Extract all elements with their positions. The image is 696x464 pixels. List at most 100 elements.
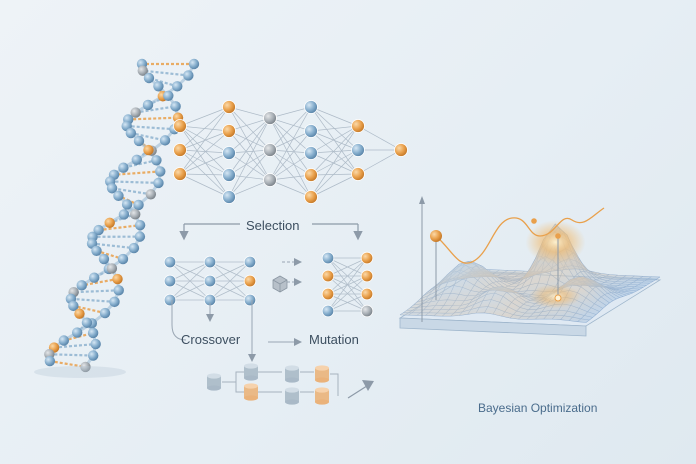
edge bbox=[269, 106, 312, 151]
edge bbox=[269, 152, 312, 181]
dna-bead bbox=[81, 317, 93, 328]
node bbox=[203, 255, 217, 269]
dna-rung bbox=[73, 289, 119, 294]
edge bbox=[269, 117, 312, 154]
dna-bead bbox=[44, 355, 56, 367]
pipe bbox=[330, 373, 339, 396]
dna-bead bbox=[98, 253, 110, 265]
sample-point bbox=[555, 233, 561, 239]
edge bbox=[269, 179, 312, 198]
dna-bead bbox=[76, 280, 87, 291]
node bbox=[222, 146, 236, 160]
db-bottom bbox=[244, 375, 258, 381]
database-icon bbox=[315, 387, 329, 405]
edge bbox=[228, 106, 271, 119]
database-icon bbox=[207, 373, 221, 391]
dna-bead bbox=[151, 155, 162, 166]
edge bbox=[179, 125, 230, 198]
db-body bbox=[315, 368, 329, 380]
mutation-label: Mutation bbox=[309, 332, 359, 347]
node bbox=[222, 124, 236, 138]
edge bbox=[269, 117, 312, 198]
edge bbox=[310, 130, 359, 151]
edge bbox=[179, 125, 230, 154]
bayesian-surface bbox=[398, 196, 662, 337]
dna-bead bbox=[118, 209, 130, 220]
dna-bead bbox=[99, 307, 111, 319]
database-icon bbox=[285, 365, 299, 383]
edge bbox=[228, 130, 271, 151]
node bbox=[304, 100, 318, 114]
dna-bead bbox=[163, 90, 174, 101]
node bbox=[263, 111, 277, 125]
bayesian-optimization-label: Bayesian Optimization bbox=[478, 401, 598, 415]
db-top bbox=[285, 365, 299, 371]
edge bbox=[269, 130, 312, 181]
network-connectors bbox=[171, 258, 302, 362]
dna-rung bbox=[123, 159, 157, 169]
dna-bead bbox=[130, 209, 141, 220]
edge bbox=[327, 257, 368, 277]
edge bbox=[228, 152, 271, 181]
edge bbox=[269, 106, 312, 119]
edge bbox=[357, 125, 402, 151]
neural-network-icon bbox=[173, 100, 408, 204]
edge bbox=[228, 179, 271, 198]
dna-bead bbox=[134, 219, 146, 231]
dna-bead bbox=[145, 189, 157, 200]
dna-bead bbox=[183, 70, 194, 81]
node bbox=[360, 304, 374, 318]
node bbox=[173, 143, 187, 157]
edge bbox=[327, 275, 368, 312]
edge bbox=[269, 117, 312, 176]
dna-bead bbox=[87, 327, 99, 339]
database-icon bbox=[315, 365, 329, 383]
edge bbox=[310, 125, 359, 132]
surface-strip bbox=[470, 265, 660, 280]
dna-bead bbox=[143, 144, 154, 156]
edge bbox=[228, 149, 271, 198]
node bbox=[304, 190, 318, 204]
edge bbox=[179, 149, 230, 176]
surface-strip bbox=[400, 306, 590, 323]
dna-bead bbox=[133, 199, 144, 211]
edge bbox=[228, 117, 271, 176]
pipe bbox=[235, 382, 244, 393]
dna-bead bbox=[80, 361, 91, 373]
dna-bead bbox=[89, 272, 100, 283]
db-top bbox=[244, 363, 258, 369]
db-top bbox=[285, 387, 299, 393]
surface-strip bbox=[426, 264, 617, 301]
peak-glow bbox=[528, 284, 581, 309]
dna-bead bbox=[133, 135, 145, 147]
edge bbox=[169, 261, 211, 282]
surface-strip bbox=[430, 261, 620, 299]
dna-bead bbox=[91, 245, 102, 256]
db-bottom bbox=[315, 377, 329, 383]
edge bbox=[310, 149, 359, 154]
node bbox=[173, 167, 187, 181]
dna-rung bbox=[135, 105, 176, 114]
edge bbox=[310, 125, 359, 176]
peak-glow bbox=[525, 220, 586, 265]
dna-bead bbox=[142, 99, 154, 111]
edge bbox=[179, 106, 230, 127]
dna-bead bbox=[87, 350, 99, 361]
dna-rung bbox=[70, 297, 115, 303]
edge bbox=[310, 106, 359, 127]
dna-bead bbox=[106, 263, 118, 274]
pipe bbox=[222, 371, 244, 383]
sample-point bbox=[531, 218, 537, 224]
edge bbox=[179, 173, 230, 176]
edge bbox=[310, 125, 359, 198]
db-body bbox=[285, 390, 299, 402]
node bbox=[222, 100, 236, 114]
dna-bead bbox=[153, 177, 164, 189]
acquisition-curve bbox=[435, 207, 605, 264]
edge bbox=[310, 125, 359, 154]
node bbox=[163, 255, 177, 269]
node bbox=[321, 304, 335, 318]
dna-bead bbox=[137, 65, 148, 76]
dna-bead bbox=[172, 81, 183, 92]
